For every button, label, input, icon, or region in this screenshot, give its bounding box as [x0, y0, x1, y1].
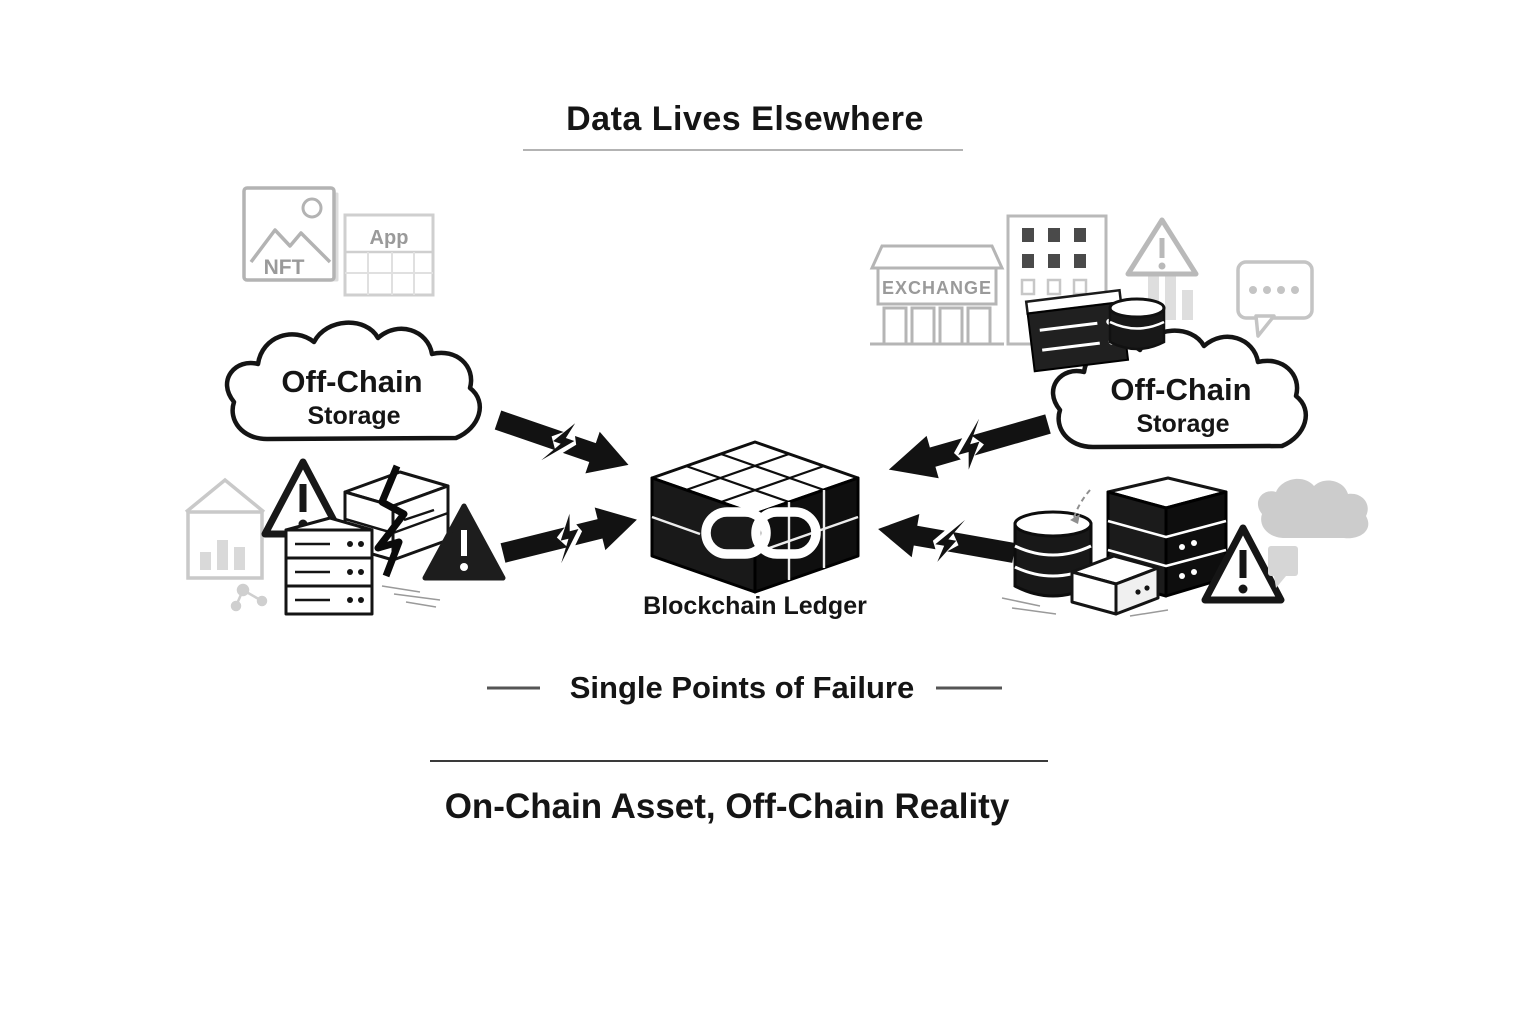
left-cloud-title: Off-Chain	[281, 364, 422, 399]
ledger-label: Blockchain Ledger	[643, 592, 867, 620]
ground-hatch-left	[381, 585, 441, 608]
home-chart-icon	[184, 477, 268, 612]
broken-arrow-left-bottom	[500, 507, 637, 564]
cube-top-grid	[685, 452, 825, 504]
exchange-server-icon	[1024, 288, 1130, 373]
exchange-database-icon	[1108, 297, 1166, 351]
bar-chart-icon	[1148, 262, 1193, 320]
crack-glyph	[374, 464, 408, 578]
app-icon: App	[343, 213, 435, 297]
gray-square-icon	[1268, 546, 1298, 588]
cloud-outline	[224, 320, 482, 442]
broken-arrow-right-top	[888, 414, 1051, 479]
chain-link-icon	[701, 507, 821, 559]
broken-arrow-left-top	[494, 410, 629, 474]
page-title: Data Lives Elsewhere	[566, 100, 924, 138]
break-bolt-icon	[560, 513, 579, 564]
exchange-building-icon: EXCHANGE	[869, 244, 1005, 346]
nft-label: NFT	[264, 256, 305, 279]
storage-box-icon-right	[1070, 554, 1160, 616]
break-bolt-icon	[958, 418, 980, 470]
header: Data Lives Elsewhere	[523, 100, 963, 151]
warning-icon-right	[1201, 524, 1285, 604]
chat-bubble-icon	[1236, 260, 1314, 338]
broken-arrow-right-bottom	[878, 513, 1016, 563]
failure-label: Single Points of Failure	[570, 670, 914, 705]
right-cloud-title: Off-Chain	[1110, 372, 1251, 407]
app-label: App	[370, 227, 409, 249]
warning-icon-top-right	[1125, 217, 1199, 277]
server-stack-icon-left	[284, 516, 374, 616]
exchange-label: EXCHANGE	[882, 278, 992, 298]
dashed-pointer-line	[1070, 489, 1091, 524]
warning-icon-left-solid	[422, 503, 506, 581]
left-cloud-subtitle: Storage	[307, 402, 400, 430]
caption: On-Chain Asset, Off-Chain Reality	[445, 787, 1010, 826]
blockchain-ledger-icon: Blockchain Ledger	[643, 440, 867, 620]
node-graph-glyph	[230, 583, 268, 612]
right-cloud-subtitle: Storage	[1136, 410, 1229, 438]
nft-icon: NFT	[242, 186, 339, 282]
database-stack-icon-right	[1013, 510, 1093, 598]
break-bolt-icon	[541, 423, 576, 461]
gray-cloud-icon	[1257, 478, 1369, 539]
ground-hatch-right	[1001, 597, 1169, 617]
left-offchain-cloud: Off-Chain Storage	[224, 320, 482, 442]
failure-callout: Single Points of Failure	[487, 670, 1002, 705]
mountain-glyph	[249, 228, 332, 264]
break-bolt-icon	[935, 519, 965, 562]
